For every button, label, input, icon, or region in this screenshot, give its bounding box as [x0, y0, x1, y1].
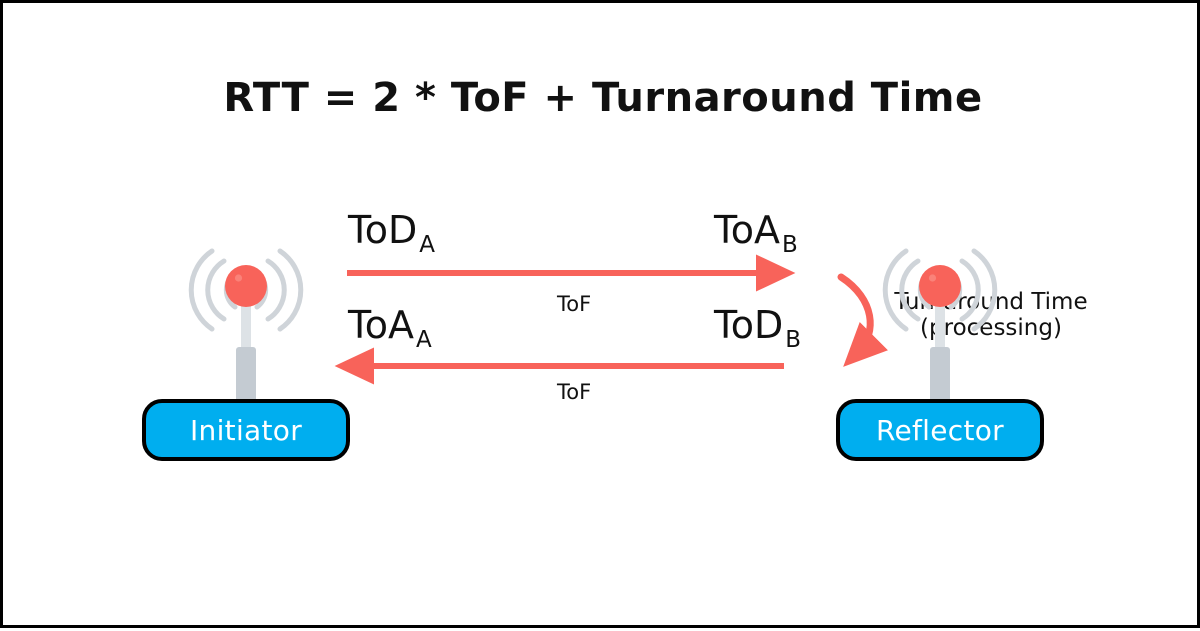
node-reflector[interactable]: Reflector	[836, 399, 1044, 461]
edge-label-tof-forward: ToF	[557, 292, 592, 316]
label-toa-a-main: ToA	[348, 303, 414, 347]
label-toa-b-main: ToA	[714, 208, 780, 252]
label-toa-a-subscript: A	[416, 327, 432, 353]
antenna-icon-initiator	[188, 248, 304, 408]
label-time-of-departure-a: ToDA	[348, 208, 435, 257]
label-tod-b-subscript: B	[785, 327, 802, 353]
node-initiator[interactable]: Initiator	[142, 399, 350, 461]
label-time-of-arrival-b: ToAB	[714, 208, 798, 257]
label-tod-a-subscript: A	[419, 232, 435, 258]
antenna-icon-reflector	[882, 248, 998, 408]
node-reflector-label: Reflector	[875, 413, 1004, 447]
page-title: RTT = 2 * ToF + Turnaround Time	[223, 75, 983, 121]
curved-arrow-icon	[837, 273, 888, 367]
label-time-of-departure-b: ToDB	[714, 303, 801, 352]
label-toa-b-subscript: B	[782, 232, 798, 258]
label-tod-b-main: ToD	[714, 303, 784, 347]
node-initiator-label: Initiator	[189, 413, 303, 447]
label-tod-a-main: ToD	[348, 208, 418, 252]
label-time-of-arrival-a: ToAA	[348, 303, 432, 352]
edge-label-tof-return: ToF	[557, 380, 592, 404]
